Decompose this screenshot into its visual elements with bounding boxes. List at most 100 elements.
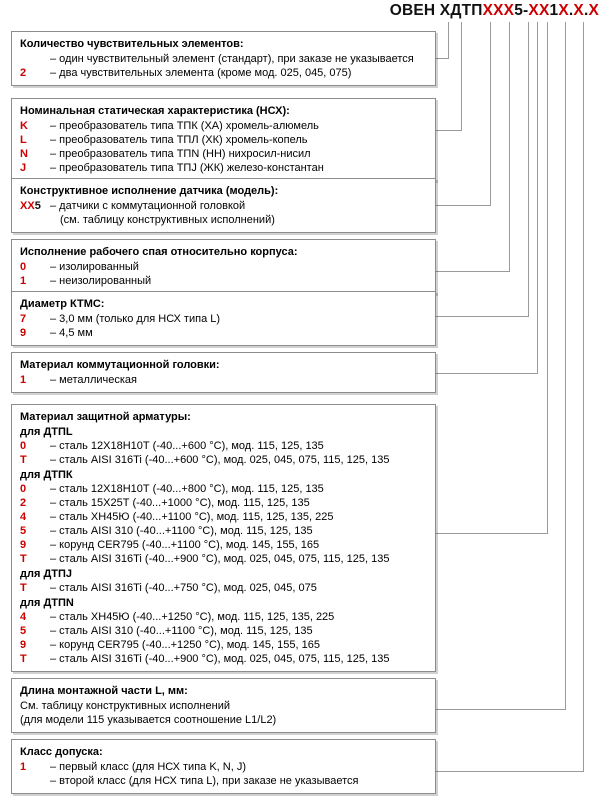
option-desc: – один чувствительный элемент (стандарт)… xyxy=(50,53,414,65)
option-row: 1 – первый класс (для НСХ типа K, N, J) xyxy=(20,760,429,774)
option-code: ХХ5 xyxy=(20,199,50,213)
option-code: 9 xyxy=(20,327,27,339)
header-segment-2: 5- xyxy=(514,2,529,19)
header-segment-1: ХХХ xyxy=(482,2,515,19)
section-box-ktms-diameter: Диаметр КТМС: 7 – 3,0 мм (только для НСХ… xyxy=(11,291,436,346)
option-desc: – преобразователь типа ТПN (НН) нихросил… xyxy=(50,148,311,160)
option-code: 2 xyxy=(20,497,27,509)
option-row: 0 – изолированный xyxy=(20,260,429,274)
option-desc: – корунд CER795 (-40...+1100 °C), мод. 1… xyxy=(50,539,320,551)
leader-line-4 xyxy=(509,22,510,271)
leader-line-8 xyxy=(565,22,566,709)
option-row: 4 – сталь ХН45Ю (-40...+1100 °C), мод. 1… xyxy=(20,510,429,524)
option-code: 9 xyxy=(20,539,27,551)
option-row: 9 – 4,5 мм xyxy=(20,326,429,340)
section-box-mounting-length: Длина монтажной части L, мм: См. таблицу… xyxy=(11,678,436,733)
option-row: 9 – корунд CER795 (-40...+1100 °C), мод.… xyxy=(20,538,429,552)
option-row: 5 – сталь AISI 310 (-40...+1100 °C), мод… xyxy=(20,524,429,538)
option-code: 4 xyxy=(20,511,27,523)
section-box-head-material: Материал коммутационной головки: 1 – мет… xyxy=(11,352,436,393)
option-row: 2 – два чувствительных элемента (кроме м… xyxy=(20,66,429,80)
option-code: 5 xyxy=(20,625,27,637)
option-desc: – преобразователь типа ТПJ (ЖК) железо-к… xyxy=(50,162,324,174)
order-code-header: ОВЕН ХДТПХХХ5-ХХ1Х.Х.Х xyxy=(390,2,599,20)
section-box-design-model: Конструктивное исполнение датчика (модел… xyxy=(11,178,436,233)
option-code: T xyxy=(20,553,27,565)
section-title: Номинальная статическая характеристика (… xyxy=(20,105,290,117)
option-desc: – изолированный xyxy=(50,261,139,273)
leader-elbow-9 xyxy=(436,771,584,772)
leader-line-3 xyxy=(490,22,491,205)
section-box-protective-armature-material: Материал защитной арматуры: для ДТПL 0 –… xyxy=(11,404,436,672)
option-code: 5 xyxy=(20,525,27,537)
option-code: L xyxy=(20,134,27,146)
option-code: 0 xyxy=(20,483,27,495)
option-row: T – сталь AISI 316Ti (-40...+900 °C), мо… xyxy=(20,652,429,666)
option-desc: – преобразователь типа ТПК (ХА) хромель-… xyxy=(50,120,319,132)
group-subtitle-dtpk: для ДТПК xyxy=(20,469,73,481)
header-segment-4: 1 xyxy=(549,2,559,19)
leader-elbow-8 xyxy=(436,709,566,710)
option-desc: – преобразователь типа ТПЛ (ХК) хромель-… xyxy=(50,134,308,146)
option-code: 2 xyxy=(20,67,27,79)
option-code: 1 xyxy=(20,374,27,386)
option-row: 1 – металлическая xyxy=(20,373,429,387)
option-desc: – два чувствительных элемента (кроме мод… xyxy=(50,67,352,79)
leader-elbow-3 xyxy=(436,205,491,206)
option-row: ХХ5 – датчики с коммутационной головкой xyxy=(20,199,429,213)
section-title: Длина монтажной части L, мм: xyxy=(20,685,188,697)
section-title: Класс допуска: xyxy=(20,746,103,758)
section-box-nominal-static-characteristic: Номинальная статическая характеристика (… xyxy=(11,98,436,181)
section-plain-line: См. таблицу конструктивных исполнений xyxy=(20,700,230,712)
option-code: 1 xyxy=(20,761,27,773)
option-code: 0 xyxy=(20,261,27,273)
option-row: T – сталь AISI 316Ti (-40...+750 °C), мо… xyxy=(20,581,429,595)
option-code: T xyxy=(20,582,27,594)
option-desc: – сталь AISI 310 (-40...+1100 °C), мод. … xyxy=(50,625,313,637)
section-box-tolerance-class: Класс допуска: 1 – первый класс (для НСХ… xyxy=(11,739,436,794)
section-plain-line: (для модели 115 указывается соотношение … xyxy=(20,714,277,726)
leader-line-1 xyxy=(448,22,449,58)
option-code-red: ХХ xyxy=(20,200,35,212)
header-segment-7: Х xyxy=(573,2,584,19)
option-code: 1 xyxy=(20,275,27,287)
section-title: Исполнение рабочего спая относительно ко… xyxy=(20,246,298,258)
group-subtitle-dtpn: для ДТПN xyxy=(20,597,74,609)
option-row: 4 – сталь ХН45Ю (-40...+1250 °C), мод. 1… xyxy=(20,610,429,624)
leader-elbow-6 xyxy=(436,373,538,374)
section-box-junction-isolation: Исполнение рабочего спая относительно ко… xyxy=(11,239,436,294)
option-row: 0 – сталь 12Х18Н10Т (-40...+800 °C), мод… xyxy=(20,482,429,496)
option-row: 5 – сталь AISI 310 (-40...+1100 °C), мод… xyxy=(20,624,429,638)
header-segment-5: Х xyxy=(558,2,569,19)
section-title: Диаметр КТМС: xyxy=(20,298,105,310)
option-desc: – неизолированный xyxy=(50,275,152,287)
leader-line-7 xyxy=(547,22,548,533)
section-title: Материал коммутационной головки: xyxy=(20,359,220,371)
option-desc: – сталь AISI 310 (-40...+1100 °C), мод. … xyxy=(50,525,313,537)
option-code: J xyxy=(20,162,27,174)
leader-line-5 xyxy=(528,22,529,316)
option-code: N xyxy=(20,148,28,160)
option-desc: – сталь AISI 316Ti (-40...+900 °C), мод.… xyxy=(50,553,390,565)
group-subtitle-dtpj: для ДТПJ xyxy=(20,568,73,580)
option-code: 0 xyxy=(20,440,27,452)
option-desc: – сталь 12Х18Н10Т (-40...+600 °C), мод. … xyxy=(50,440,324,452)
option-desc: – сталь ХН45Ю (-40...+1100 °C), мод. 115… xyxy=(50,511,334,523)
leader-elbow-7 xyxy=(436,533,548,534)
option-desc: – 3,0 мм (только для НСХ типа L) xyxy=(50,313,221,325)
option-desc: – металлическая xyxy=(50,374,137,386)
header-segment-6: . xyxy=(568,2,574,19)
leader-line-6 xyxy=(537,22,538,373)
option-row: 0 – сталь 12Х18Н10Т (-40...+600 °C), мод… xyxy=(20,439,429,453)
option-desc: – сталь AISI 316Ti (-40...+750 °C), мод.… xyxy=(50,582,317,594)
option-desc: – 4,5 мм xyxy=(50,327,93,339)
header-segment-9: Х xyxy=(588,2,599,19)
header-segment-3: ХХ xyxy=(528,2,550,19)
option-desc: – сталь ХН45Ю (-40...+1250 °C), мод. 115… xyxy=(50,611,335,623)
option-row: J – преобразователь типа ТПJ (ЖК) железо… xyxy=(20,161,429,175)
option-row: 1 – неизолированный xyxy=(20,274,429,288)
header-segment-8: . xyxy=(583,2,589,19)
option-code: T xyxy=(20,454,27,466)
leader-line-2 xyxy=(461,22,462,130)
section-title: Материал защитной арматуры: xyxy=(20,411,191,423)
